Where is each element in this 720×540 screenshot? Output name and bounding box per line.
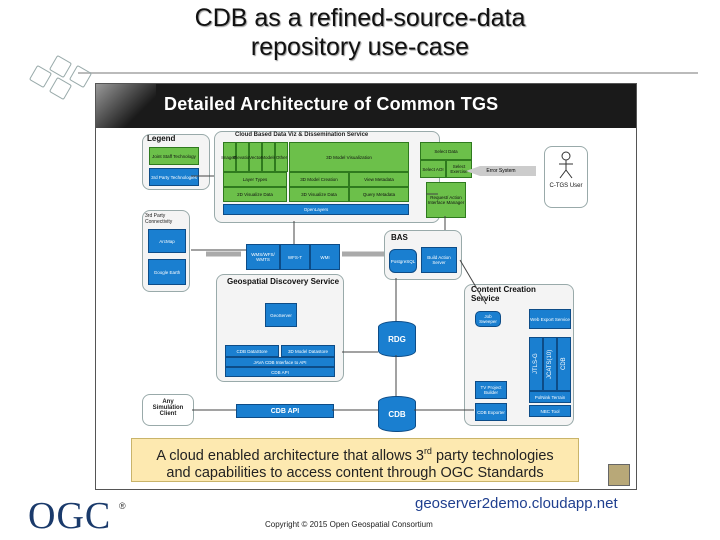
cloud-cell-openlayers: OpenLayers [223, 204, 409, 215]
error-system-arrow: Error System [466, 166, 536, 176]
footer-url[interactable]: geoserver2demo.cloudapp.net [415, 495, 618, 512]
cloud-cell-3d-model-creation: 3D Model Creation [289, 172, 349, 187]
registered-mark: ® [119, 501, 126, 511]
emblem-icon [608, 464, 630, 486]
figure-title: Detailed Architecture of Common TGS [164, 94, 499, 114]
cloud-cell-models: Models [261, 142, 276, 172]
header-corner-decoration [96, 84, 156, 128]
cdb-exporter: CDB Exporter [475, 403, 507, 421]
caption-line1-b: party technologies [431, 447, 554, 464]
cdb-datastore: CDB DataStore [225, 345, 279, 357]
content-creation-service: Content Creation Service Job Sweeper Web… [464, 284, 574, 426]
caption-text: A cloud enabled architecture that allows… [132, 443, 578, 482]
third-party-title: 3rd Party Connectivity [145, 213, 173, 225]
tv-project-builder: TV Project Builder [475, 381, 507, 399]
user-box: C-TGS User [544, 146, 588, 208]
cdb-api-small: CDB API [225, 367, 335, 377]
build-action-server: Build Action Server [421, 247, 457, 273]
cloud-cell-layer-types: Layer Types [223, 172, 287, 187]
cloud-cell-view-metadata: View Metadata [349, 172, 409, 187]
select-exercise: Select Exercise [446, 160, 472, 178]
third-party-connectivity: 3rd Party Connectivity ArcMap Google Ear… [142, 210, 190, 292]
web-export-service: Web Export Service [529, 309, 571, 329]
nbc-tool: NBC Tool [529, 405, 571, 417]
connector-lines [191, 175, 487, 411]
simulation-client-label: Any Simulation Client [152, 399, 184, 417]
title-underline [78, 72, 698, 74]
user-label: C-TGS User [549, 183, 583, 189]
cloud-cell-elevation: Elevation [233, 142, 252, 172]
caption-line1-a: A cloud enabled architecture that allows… [156, 447, 424, 464]
cloud-cell-2d-visualize: 2D Visualize Data [223, 187, 287, 202]
java-cdb-api: JAVA CDB Interface to API [225, 357, 335, 367]
slide-title-line1: CDB as a refined-source-data [194, 4, 526, 32]
legend-third-party: 3rd Party Technologies [149, 168, 199, 186]
google-earth: Google Earth [148, 259, 186, 285]
arcmap: ArcMap [148, 229, 186, 253]
architecture-figure: Detailed Architecture of Common TGS Lege… [95, 83, 637, 490]
cloud-cell-imagery: Imagery [221, 142, 238, 172]
copyright: Copyright © 2015 Open Geospatial Consort… [265, 520, 433, 529]
user-icon [559, 151, 573, 179]
figure-header [96, 84, 636, 128]
select-aoi: Select AOI [420, 160, 446, 178]
cdb-api: CDB API [236, 404, 334, 418]
polilink-terrain: PolNink Terrain [529, 391, 571, 403]
cloud-service-title: Cloud Based Data Viz & Dissemination Ser… [235, 132, 369, 138]
caption-box: A cloud enabled architecture that allows… [131, 438, 579, 482]
cloud-cell-vector: Vector [249, 142, 262, 172]
bas: BAS PostgreSQL Build Action Server [384, 230, 462, 280]
model-datastore: 3D Model Datastore [281, 345, 335, 357]
content-creation-title: Content Creation Service [471, 285, 536, 303]
slide-title-line2: repository use-case [250, 33, 470, 61]
cloud-cell-3d-model-viz: 3D Model Visualization [289, 142, 409, 172]
slide-title: CDB as a refined-source-data repository … [130, 4, 590, 62]
caption-superscript: rd [423, 446, 432, 456]
legend-joint-staff: Joint Staff Technology [149, 147, 199, 165]
request-manager: Request/ Action Interface Manager [426, 182, 466, 218]
cloud-cell-3d-visualize: 3D Visualize Data [289, 187, 349, 202]
discovery-title: Geospatial Discovery Service [227, 277, 340, 286]
postgresql: PostgreSQL [389, 249, 417, 273]
simulation-client: Any Simulation Client [142, 394, 194, 426]
legend-title: Legend [147, 134, 176, 143]
legend: Legend Joint Staff Technology 3rd Party … [142, 134, 210, 190]
cloud-service: Cloud Based Data Viz & Dissemination Ser… [214, 131, 440, 223]
wfs-t: WFS-T [280, 244, 310, 270]
cdb-cylinder: CDB [378, 396, 416, 432]
rdg: RDG [378, 321, 416, 357]
job-sweeper: Job Sweeper [475, 311, 501, 327]
cloud-cell-query-metadata: Query Metadata [349, 187, 409, 202]
wms-wfs-wmts: WMS/WFS/ WMTS [246, 244, 280, 270]
discovery-service: Geospatial Discovery Service GeoServer C… [216, 274, 344, 382]
cloud-cell-other: Other [275, 142, 288, 172]
select-data: Select Data [420, 142, 472, 160]
bas-title: BAS [391, 233, 408, 242]
wmi: WMI [310, 244, 340, 270]
geoserver: GeoServer [265, 303, 297, 327]
caption-line2: and capabilities to access content throu… [166, 464, 544, 481]
ogc-logo: OGC [28, 495, 112, 537]
